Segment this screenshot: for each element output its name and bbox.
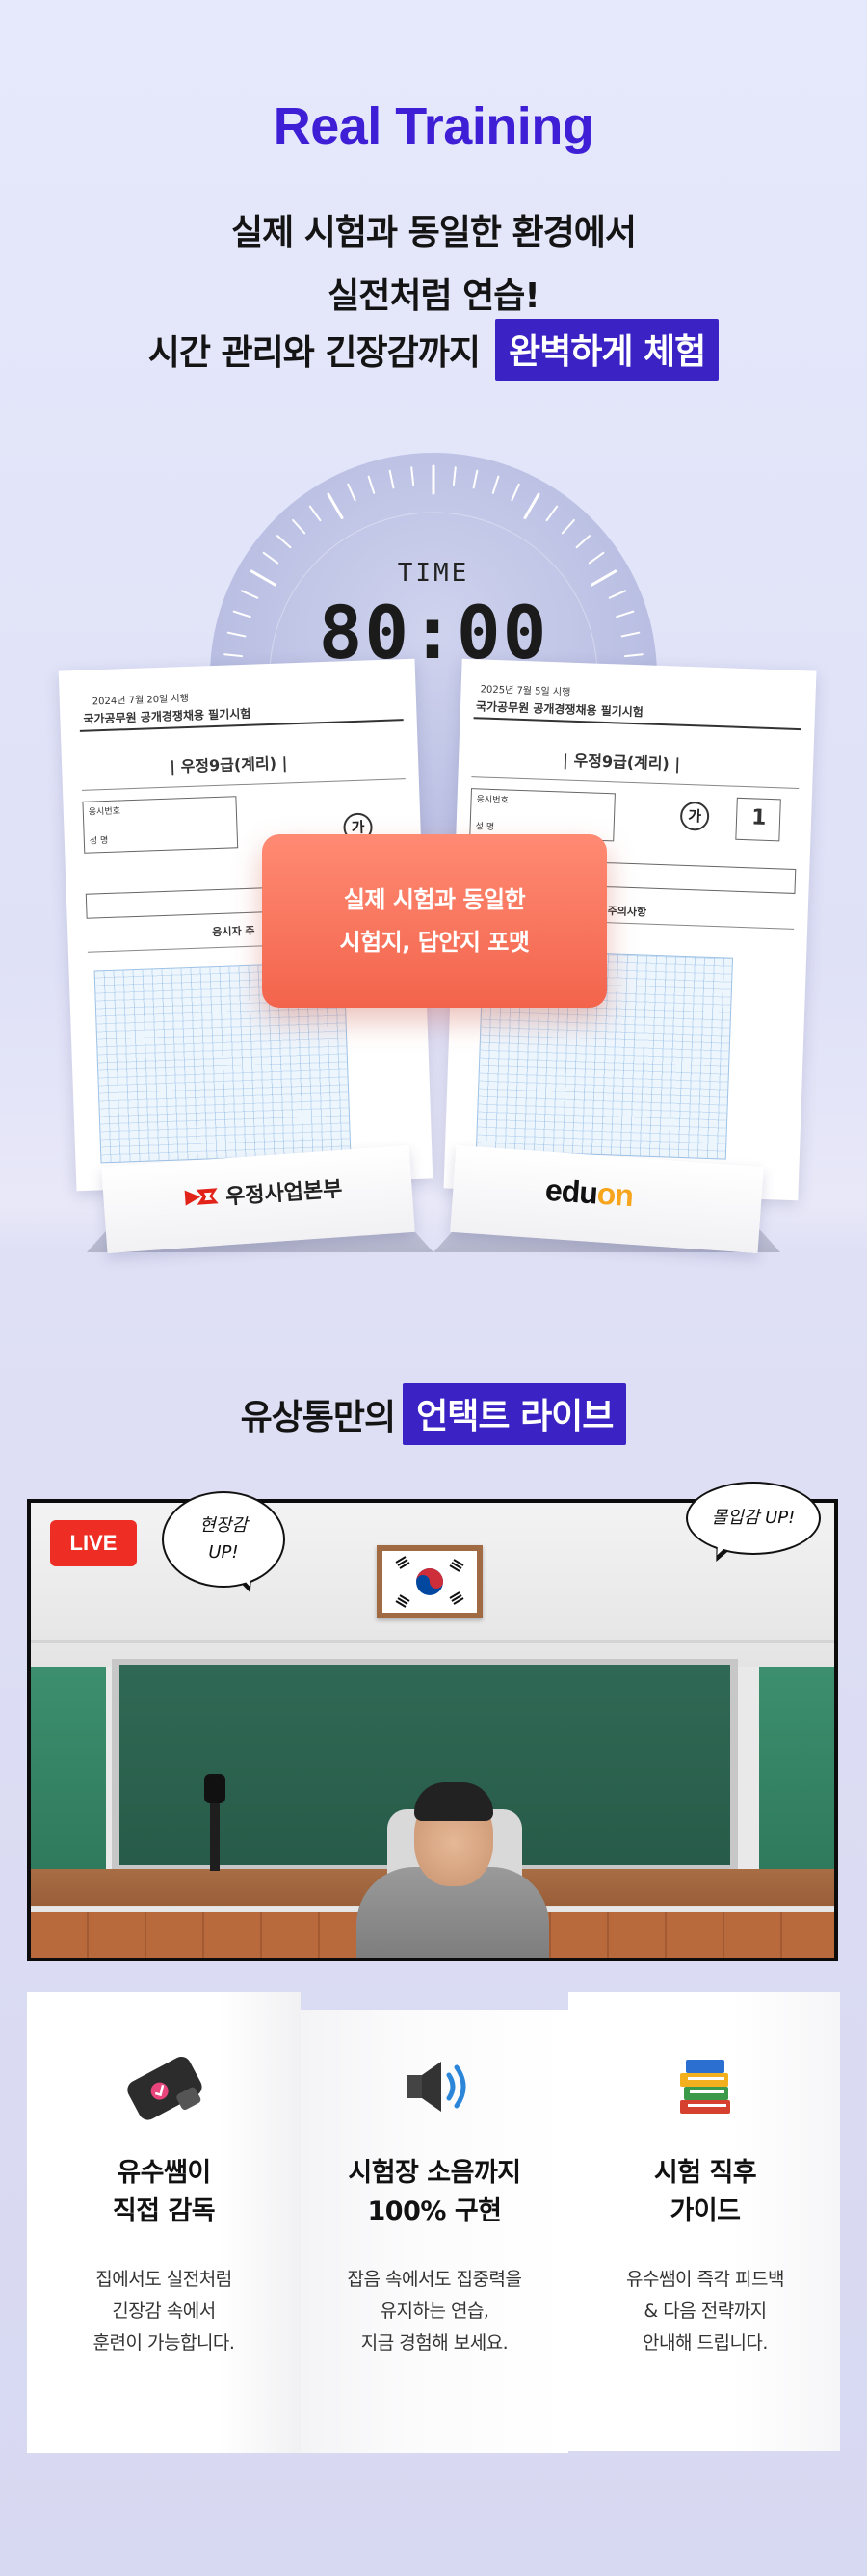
speech-bubble-presence: 현장감 UP! xyxy=(162,1491,285,1588)
exam-header: 국가공무원 공개경쟁채용 필기시험 xyxy=(475,699,644,720)
feature-3-desc: 유수쌤이 즉각 피드백 & 다음 전략까지 안내해 드립니다. xyxy=(626,2269,784,2353)
exam-grade: | 우정9급(계리) | xyxy=(169,753,288,776)
feature-3-title: 시험 직후 가이드 xyxy=(653,2158,757,2226)
feature-1-title: 유수쌤이 직접 감독 xyxy=(112,2158,216,2226)
format-callout: 실제 시험과 동일한 시험지, 답안지 포맷 xyxy=(262,834,607,1008)
exam-grade: | 우정9급(계리) | xyxy=(562,750,681,774)
exam-date: 2024년 7월 20일 시행 xyxy=(92,693,190,708)
headline-line-3: 시간 관리와 긴장감까지 완벽하게 체험 xyxy=(0,319,867,381)
exam-number: 1 xyxy=(750,805,767,830)
speaker-icon xyxy=(389,2042,478,2131)
bubble1-line-1: 현장감 xyxy=(199,1515,248,1536)
field-exam-no: 응시번호 xyxy=(88,806,121,818)
exam-header: 국가공무원 공개경쟁채용 필기시험 xyxy=(83,706,251,726)
eduon-logo: eduon xyxy=(544,1172,634,1214)
speech-bubble-immersion: 몰입감 UP! xyxy=(686,1482,821,1555)
exam-date: 2025년 7월 5일 시행 xyxy=(480,684,571,698)
live-video: LIVE xyxy=(27,1499,838,1961)
korea-post-logo: 우정사업본부 xyxy=(182,1171,343,1213)
exam-notice: 주의사항 xyxy=(607,905,647,919)
korean-flag-icon xyxy=(382,1551,477,1613)
microphone-stand xyxy=(210,1784,220,1871)
timer-value: 80:00 xyxy=(318,590,549,675)
live-title-highlight: 언택트 라이브 xyxy=(403,1383,627,1445)
field-name: 성 명 xyxy=(89,835,109,847)
headline-line-1: 실제 시험과 동일한 환경에서 xyxy=(230,213,637,252)
callout-line-2: 시험지, 답안지 포맷 xyxy=(339,929,530,956)
flag-frame xyxy=(377,1545,483,1618)
feature-2-desc: 잡음 속에서도 집중력을 유지하는 연습, 지금 경험해 보세요. xyxy=(347,2269,522,2353)
korea-post-mark-icon xyxy=(182,1184,221,1210)
feature-2-title: 시험장 소음까지 100% 구현 xyxy=(348,2158,521,2226)
books-icon xyxy=(661,2042,749,2131)
live-title-text: 유상통만의 xyxy=(240,1398,397,1437)
eduon-logo-a: edu xyxy=(543,1171,599,1211)
section-title: Real Training xyxy=(273,97,594,155)
headline-line-2: 실전처럼 연습! xyxy=(328,276,540,316)
green-panel-right xyxy=(759,1667,834,1869)
eduon-logo-b: on xyxy=(595,1175,635,1214)
exam-type-ga: 가 xyxy=(679,801,710,831)
headline-line-3-text: 시간 관리와 긴장감까지 xyxy=(147,333,481,373)
feature-1-desc: 집에서도 실전처럼 긴장감 속에서 훈련이 가능합니다. xyxy=(92,2269,235,2353)
callout-line-1: 실제 시험과 동일한 xyxy=(343,886,526,913)
headline-highlight: 완벽하게 체험 xyxy=(495,319,720,381)
timer-label: TIME xyxy=(397,559,470,588)
bubble1-line-2: UP! xyxy=(208,1542,239,1563)
live-section-title: 유상통만의 언택트 라이브 xyxy=(0,1383,867,1445)
field-name: 성 명 xyxy=(475,822,495,833)
microphone-icon xyxy=(204,1774,225,1803)
exam-notice: 응시자 주 xyxy=(212,924,255,939)
green-panel-left xyxy=(31,1667,106,1869)
monitor-badge-icon xyxy=(119,2042,208,2131)
live-badge: LIVE xyxy=(50,1520,137,1566)
bubble2-text: 몰입감 UP! xyxy=(711,1508,796,1528)
field-exam-no: 응시번호 xyxy=(476,795,509,806)
